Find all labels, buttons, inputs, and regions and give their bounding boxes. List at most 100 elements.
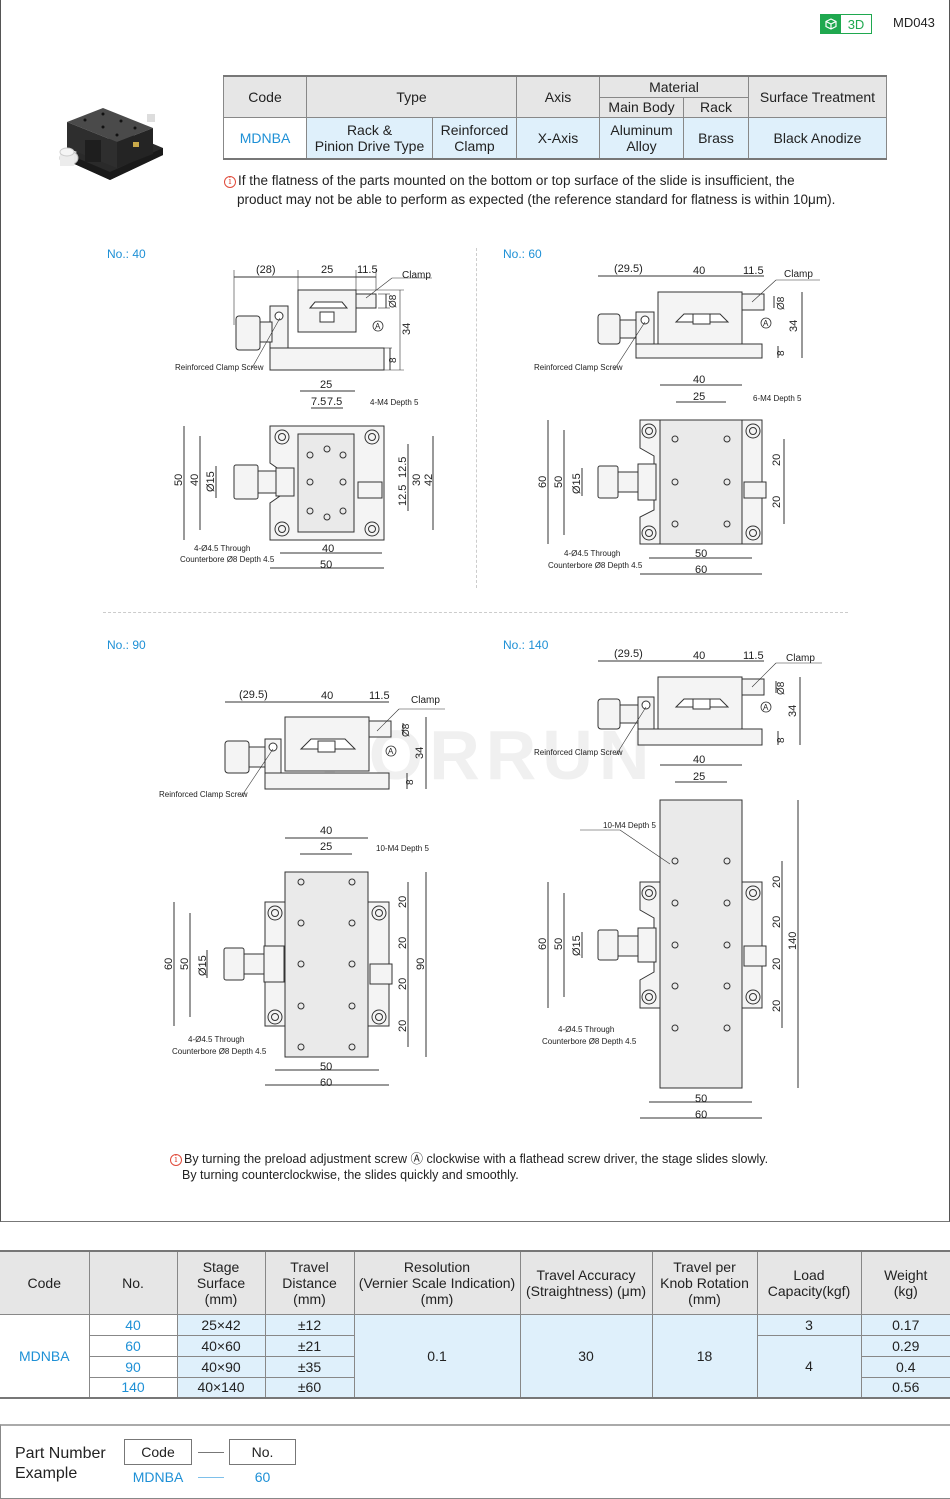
cell-no[interactable]: 60 <box>89 1334 178 1357</box>
cell-code[interactable]: MDNBA <box>223 116 307 160</box>
column-divider <box>476 248 477 588</box>
drawing-60-side: (29.5) 40 11.5 Clamp A 34 8 Ø8 Reinforce… <box>534 263 820 372</box>
svg-text:34: 34 <box>401 323 413 335</box>
svg-text:Ø8: Ø8 <box>401 723 412 737</box>
cell-weight: 0.17 <box>860 1313 950 1336</box>
header-resolution: Resolution(Vernier Scale Indication)(mm) <box>353 1250 521 1315</box>
drawing-40-side: (28) 25 11.5 Clamp A 34 8 Ø8 Reinforced … <box>175 264 432 372</box>
svg-text:Reinforced Clamp Screw: Reinforced Clamp Screw <box>159 790 248 799</box>
cell-travel-accuracy: 30 <box>519 1313 653 1399</box>
svg-text:(29.5): (29.5) <box>239 689 268 701</box>
svg-text:20: 20 <box>397 1020 409 1032</box>
svg-text:12.5: 12.5 <box>397 485 409 506</box>
cell-stage-surface: 40×140 <box>176 1376 266 1399</box>
svg-text:Ø15: Ø15 <box>197 955 209 976</box>
svg-text:7.5: 7.5 <box>311 396 326 408</box>
part-number-code-label: Code <box>124 1439 192 1465</box>
svg-text:25: 25 <box>321 264 333 276</box>
cell-code[interactable]: MDNBA <box>0 1313 90 1399</box>
svg-text:140: 140 <box>787 932 799 950</box>
3d-model-button[interactable]: 3D <box>820 14 872 34</box>
svg-text:60: 60 <box>537 476 549 488</box>
cell-stage-surface: 40×90 <box>176 1355 266 1378</box>
cell-no[interactable]: 140 <box>89 1376 178 1399</box>
svg-text:Reinforced Clamp Screw: Reinforced Clamp Screw <box>534 748 623 757</box>
drawing-140-side: (29.5) 40 11.5 Clamp A 34 8 Ø8 Reinforce… <box>534 648 822 757</box>
svg-text:20: 20 <box>771 1000 783 1012</box>
svg-text:A: A <box>763 703 769 712</box>
svg-text:(28): (28) <box>256 264 276 276</box>
drawing-140-top: 40 25 10-M4 Depth 5 60 50 Ø15 20 20 20 2… <box>537 754 799 1121</box>
header-travel-accuracy: Travel Accuracy(Straightness) (μm) <box>519 1250 653 1315</box>
drawing-label-90: No.: 90 <box>107 638 146 652</box>
drawing-90-side: (29.5) 40 11.5 Clamp A 34 8 Ø8 Reinforce… <box>159 689 445 799</box>
header-rack: Rack <box>683 96 749 118</box>
header-no: No. <box>88 1250 178 1315</box>
drawing-60-top: 40 25 6-M4 Depth 5 60 50 Ø15 20 20 50 60… <box>537 374 802 576</box>
cell-stage-surface: 25×42 <box>176 1313 266 1336</box>
svg-text:20: 20 <box>397 978 409 990</box>
header-axis: Axis <box>516 75 600 118</box>
svg-text:50: 50 <box>320 559 332 571</box>
cell-weight: 0.4 <box>860 1355 950 1378</box>
cell-resolution: 0.1 <box>353 1313 521 1399</box>
product-image <box>59 108 163 180</box>
cell-no[interactable]: 90 <box>89 1355 178 1378</box>
cell-travel: ±12 <box>264 1313 355 1336</box>
svg-text:Reinforced Clamp Screw: Reinforced Clamp Screw <box>534 363 623 372</box>
svg-text:20: 20 <box>771 916 783 928</box>
header-type: Type <box>306 75 517 118</box>
svg-text:34: 34 <box>788 320 800 332</box>
svg-text:40: 40 <box>693 650 705 662</box>
svg-text:4-Ø4.5 Through: 4-Ø4.5 Through <box>558 1025 614 1034</box>
svg-text:42: 42 <box>423 474 435 486</box>
svg-text:8: 8 <box>405 779 416 785</box>
part-number-separator <box>198 1452 224 1453</box>
svg-text:(29.5): (29.5) <box>614 648 643 660</box>
svg-text:(29.5): (29.5) <box>614 263 643 275</box>
cell-weight: 0.29 <box>860 1334 950 1357</box>
cell-no[interactable]: 40 <box>88 1313 178 1336</box>
type-table: Code Type Axis Material Surface Treatmen… <box>223 75 887 160</box>
cell-travel: ±21 <box>264 1334 355 1357</box>
svg-text:60: 60 <box>537 938 549 950</box>
svg-text:60: 60 <box>320 1077 332 1089</box>
svg-text:8: 8 <box>776 350 787 356</box>
svg-text:50: 50 <box>553 938 565 950</box>
svg-text:Counterbore Ø8 Depth 4.5: Counterbore Ø8 Depth 4.5 <box>548 561 643 570</box>
svg-text:30: 30 <box>411 474 423 486</box>
drawing-label-140: No.: 140 <box>503 638 549 652</box>
table-row: 140 40×140 ±60 0.56 <box>0 1376 950 1399</box>
cell-travel: ±35 <box>264 1355 355 1378</box>
cell-weight: 0.56 <box>860 1376 950 1399</box>
svg-text:40: 40 <box>321 690 333 702</box>
svg-text:60: 60 <box>163 958 175 970</box>
svg-text:Ø8: Ø8 <box>776 681 787 695</box>
svg-text:4-Ø4.5 Through: 4-Ø4.5 Through <box>194 544 250 553</box>
svg-text:11.5: 11.5 <box>743 650 764 662</box>
svg-text:4-Ø4.5 Through: 4-Ø4.5 Through <box>188 1035 244 1044</box>
svg-text:A: A <box>763 319 769 328</box>
svg-text:4-Ø4.5 Through: 4-Ø4.5 Through <box>564 549 620 558</box>
svg-text:50: 50 <box>553 476 565 488</box>
svg-text:40: 40 <box>693 374 705 386</box>
svg-text:Reinforced Clamp Screw: Reinforced Clamp Screw <box>175 363 264 372</box>
header-weight: Weight(kg) <box>860 1250 950 1315</box>
svg-text:34: 34 <box>414 747 426 759</box>
cell-load-capacity: 3 <box>756 1313 862 1336</box>
drawing-90-top: 40 25 10-M4 Depth 5 60 50 Ø15 20 20 20 2… <box>163 825 429 1089</box>
svg-text:25: 25 <box>320 841 332 853</box>
svg-text:90: 90 <box>415 958 427 970</box>
cell-surface-treatment: Black Anodize <box>748 116 887 160</box>
svg-text:20: 20 <box>771 958 783 970</box>
table-row: MDNBA 40 25×42 ±12 0.1 30 18 3 0.17 <box>0 1313 950 1399</box>
cell-axis: X-Axis <box>516 116 600 160</box>
